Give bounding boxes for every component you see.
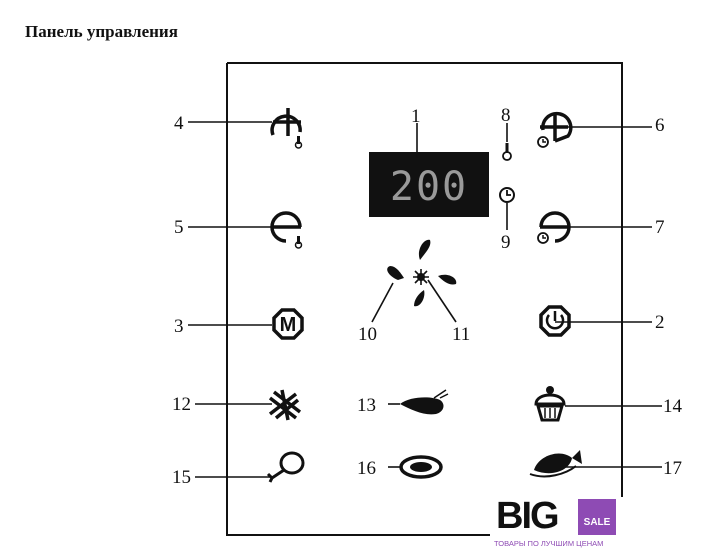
fan-blade-icon bbox=[418, 239, 431, 260]
thermometer-icon bbox=[294, 136, 303, 149]
logo-tagline: ТОВАРЫ ПО ЛУЧШИМ ЦЕНАМ bbox=[494, 539, 604, 548]
panel-frame bbox=[226, 62, 623, 536]
temperature-indicator-icon bbox=[502, 143, 512, 161]
callout-16: 16 bbox=[357, 458, 376, 479]
fan-indicator bbox=[387, 239, 457, 307]
callout-1: 1 bbox=[411, 106, 421, 127]
callout-12: 12 bbox=[172, 394, 191, 415]
display-screen bbox=[369, 152, 489, 217]
callout-3: 3 bbox=[174, 316, 184, 337]
heating-indicator-icon bbox=[413, 269, 429, 285]
callout-4: 4 bbox=[174, 113, 184, 134]
power-button[interactable] bbox=[539, 305, 571, 337]
store-logo: BIG SALE ТОВАРЫ ПО ЛУЧШИМ ЦЕНАМ bbox=[490, 497, 622, 553]
fish-icon[interactable] bbox=[529, 450, 582, 478]
callout-10: 10 bbox=[358, 324, 377, 345]
time-up-button[interactable] bbox=[537, 111, 573, 148]
steak-icon[interactable] bbox=[399, 455, 443, 479]
callout-2: 2 bbox=[655, 312, 665, 333]
callout-6: 6 bbox=[655, 115, 665, 136]
callout-11: 11 bbox=[452, 324, 470, 345]
display-value: 200 bbox=[390, 164, 468, 210]
temperature-down-button[interactable] bbox=[270, 211, 303, 249]
menu-button[interactable]: M bbox=[272, 308, 304, 340]
logo-sale-badge: SALE bbox=[578, 499, 616, 535]
time-down-button[interactable] bbox=[537, 211, 571, 244]
cupcake-icon[interactable] bbox=[534, 386, 566, 422]
power-icon bbox=[545, 314, 565, 330]
fries-icon[interactable] bbox=[268, 389, 302, 421]
thermometer-icon bbox=[294, 236, 303, 249]
callout-5: 5 bbox=[174, 217, 184, 238]
fan-blade-icon bbox=[387, 266, 404, 280]
shrimp-icon[interactable] bbox=[400, 389, 449, 415]
fan-blade-icon bbox=[438, 274, 457, 285]
callout-15: 15 bbox=[172, 467, 191, 488]
fan-blade-icon bbox=[414, 290, 425, 307]
callout-17: 17 bbox=[663, 458, 682, 479]
callout-9: 9 bbox=[501, 232, 511, 253]
menu-letter: M bbox=[280, 314, 297, 336]
logo-brand: BIG bbox=[496, 495, 560, 537]
page-title: Панель управления bbox=[25, 22, 178, 41]
temperature-up-button[interactable] bbox=[270, 108, 303, 149]
callout-14: 14 bbox=[663, 396, 683, 417]
time-indicator-icon bbox=[499, 187, 515, 203]
clock-icon bbox=[537, 136, 549, 148]
clock-icon bbox=[537, 232, 549, 244]
callout-8: 8 bbox=[501, 105, 511, 126]
callout-7: 7 bbox=[655, 217, 665, 238]
chicken-leg-icon[interactable] bbox=[266, 451, 305, 483]
callout-13: 13 bbox=[357, 395, 376, 416]
